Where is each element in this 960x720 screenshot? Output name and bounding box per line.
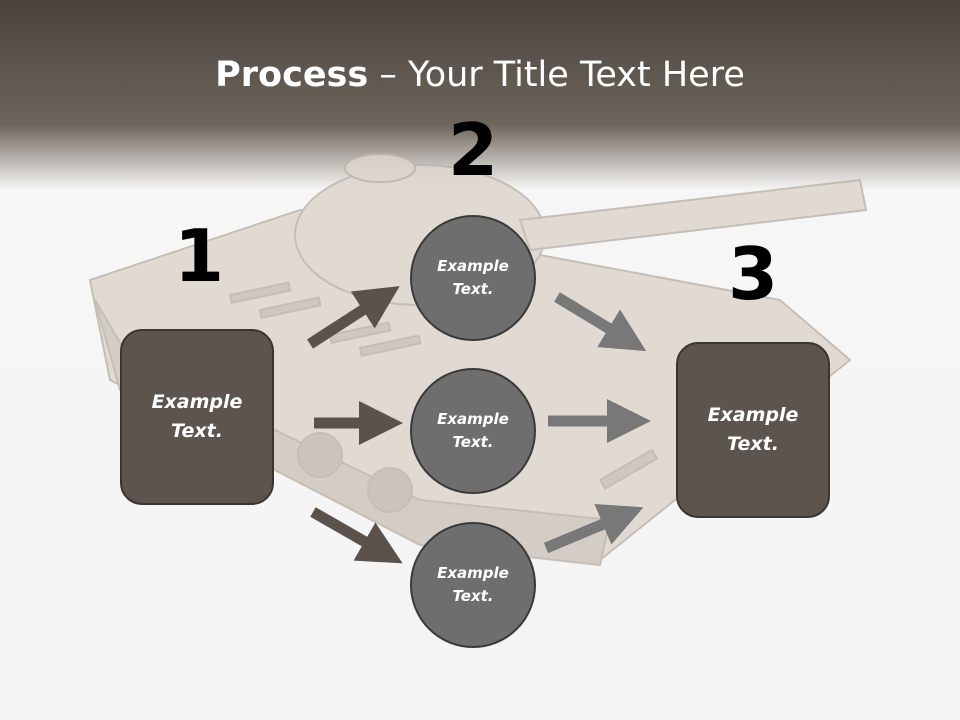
circle-middle-label: Example Text. (437, 410, 509, 451)
circle-bottom-label: Example Text. (437, 564, 509, 605)
step-box-1: Example Text. (120, 329, 274, 505)
step-number-3: 3 (727, 232, 779, 316)
circle-bottom: Example Text. (410, 522, 536, 648)
slide-title: Process – Your Title Text Here (0, 52, 960, 98)
step-number-2: 2 (447, 108, 499, 192)
step-box-3-label: Example Text. (707, 404, 799, 455)
step-number-1: 1 (173, 214, 225, 298)
title-bold: Process (215, 55, 369, 95)
title-rest: – Your Title Text Here (368, 55, 745, 95)
circle-middle: Example Text. (410, 368, 536, 494)
step-box-1-label: Example Text. (151, 391, 243, 442)
circle-top: Example Text. (410, 215, 536, 341)
step-box-3: Example Text. (676, 342, 830, 518)
circle-top-label: Example Text. (437, 257, 509, 298)
